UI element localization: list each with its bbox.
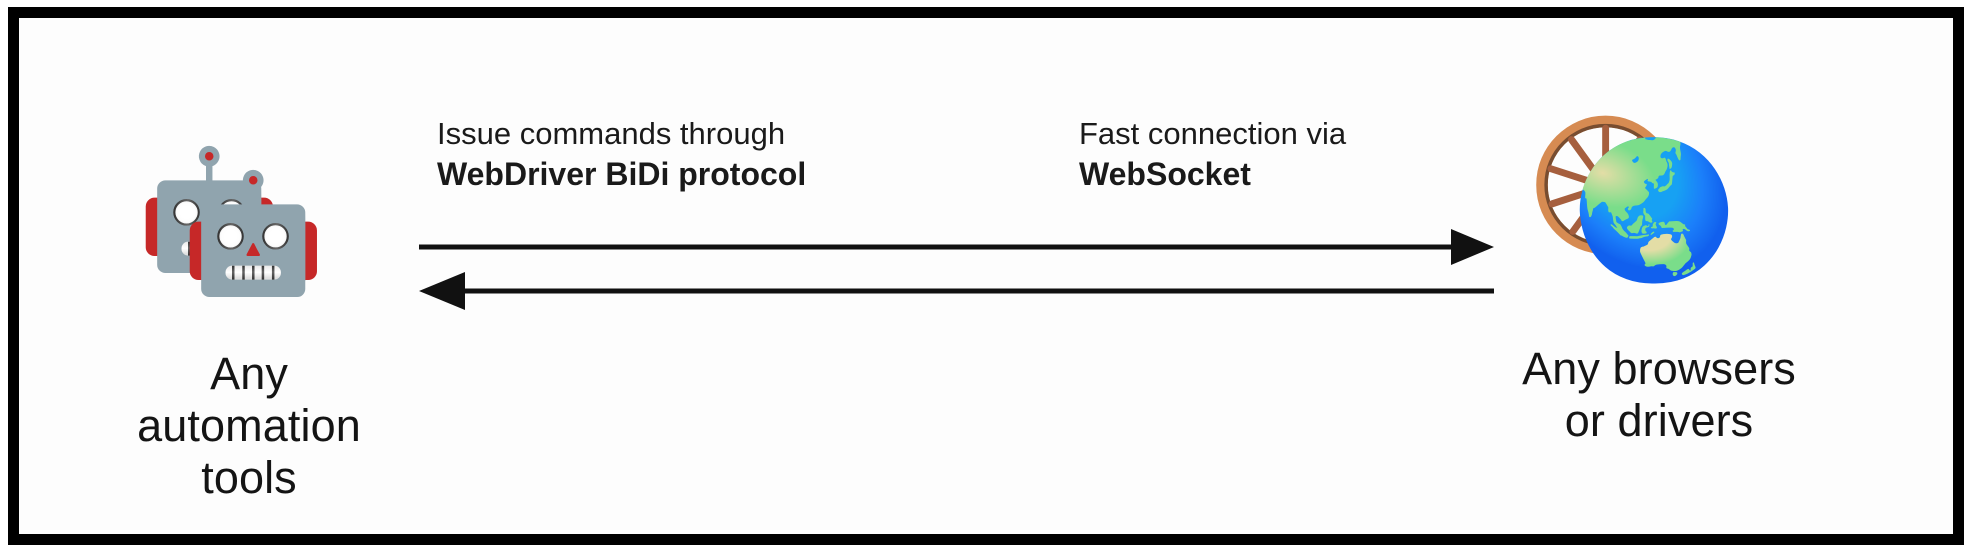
caption-line-2: or drivers — [1564, 395, 1754, 447]
connection-annotation-line-2: WebSocket — [1079, 155, 1251, 192]
commands-annotation-line-1: Issue commands through — [437, 116, 786, 151]
arrow-to-browser — [419, 229, 1494, 265]
robot-icon-front: 🤖 — [181, 168, 326, 298]
connection-annotation-line-1: Fast connection via — [1079, 116, 1347, 151]
browsers-drivers-caption: Any browsers or drivers — [1439, 343, 1879, 447]
connector-arrows — [419, 223, 1494, 313]
commands-annotation: Issue commands through WebDriver BiDi pr… — [437, 114, 806, 195]
caption-line-1: Any browsers — [1522, 343, 1796, 394]
browsers-drivers-icon-group: 🛞 🌏 — [1499, 116, 1759, 291]
robot-icon-back: 🤖 — [137, 144, 282, 274]
diagram-frame: 🤖 🤖 Any automation tools 🛞 🌏 Any browser… — [8, 7, 1964, 545]
commands-annotation-line-2: WebDriver BiDi protocol — [437, 155, 807, 192]
arrow-to-automation — [419, 272, 1494, 310]
caption-line-1: Any — [210, 348, 288, 399]
automation-tools-icon-group: 🤖 🤖 — [119, 123, 379, 298]
globe-icon: 🌏 — [1571, 136, 1738, 285]
caption-line-3: tools — [201, 452, 297, 504]
diagram-canvas: 🤖 🤖 Any automation tools 🛞 🌏 Any browser… — [19, 18, 1953, 534]
connection-annotation: Fast connection via WebSocket — [1079, 114, 1346, 195]
automation-tools-caption: Any automation tools — [69, 348, 429, 505]
wheel-icon: 🛞 — [1527, 114, 1684, 255]
caption-line-2: automation — [137, 400, 361, 452]
